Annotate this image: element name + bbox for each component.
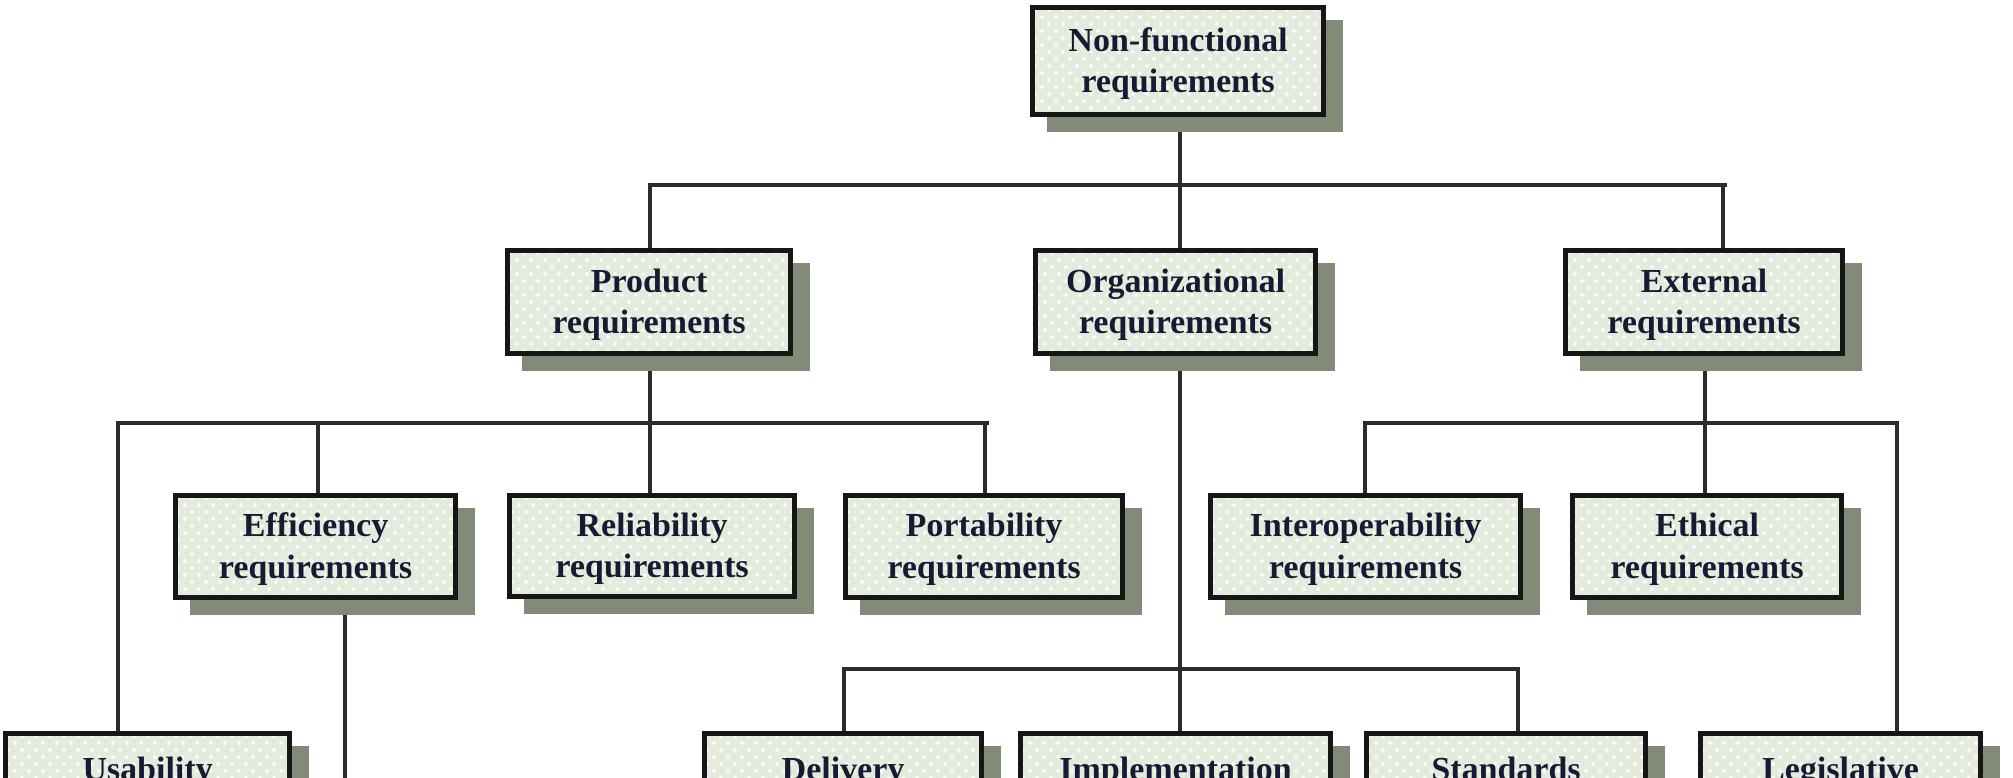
connector-drop-interoperability bbox=[1363, 421, 1367, 493]
node-label-line: Interoperability bbox=[1249, 507, 1482, 545]
connector-root-stem bbox=[1178, 115, 1182, 185]
connector-drop-efficiency bbox=[316, 421, 320, 493]
node-organizational-requirements: Organizational requirements bbox=[1033, 248, 1318, 356]
node-label-line: Portability bbox=[905, 507, 1063, 545]
node-label-line: Implementation bbox=[1059, 751, 1292, 778]
node-label-line: Ethical bbox=[1655, 507, 1759, 545]
connector-drop-product bbox=[648, 183, 652, 248]
node-efficiency-requirements: Efficiency requirements bbox=[173, 493, 458, 600]
node-label-line: Delivery bbox=[781, 751, 905, 778]
connector-efficiency-offscreen bbox=[343, 600, 347, 778]
node-label-line: requirements bbox=[552, 304, 746, 341]
node-interoperability-requirements: Interoperability requirements bbox=[1208, 493, 1523, 600]
node-usability: Usability bbox=[3, 731, 292, 778]
connector-drop-external bbox=[1721, 183, 1725, 248]
node-label-line: requirements bbox=[1610, 548, 1804, 586]
connector-drop-usability bbox=[116, 421, 120, 731]
node-label-line: External bbox=[1640, 262, 1768, 300]
node-ethical-requirements: Ethical requirements bbox=[1570, 493, 1844, 600]
connector-organizational-branch bbox=[842, 667, 1520, 671]
connector-drop-delivery bbox=[842, 667, 846, 731]
node-label-line: requirements bbox=[887, 548, 1081, 586]
node-label-line: requirements bbox=[1081, 63, 1275, 100]
connector-level1-branch bbox=[648, 183, 1727, 187]
node-label-line: requirements bbox=[555, 548, 749, 585]
node-label-line: requirements bbox=[1268, 548, 1463, 586]
connector-drop-portability bbox=[983, 421, 987, 493]
node-label-line: Legislative bbox=[1762, 751, 1919, 778]
node-reliability-requirements: Reliability requirements bbox=[507, 493, 797, 599]
node-standards: Standards bbox=[1364, 731, 1648, 778]
connector-external-branch bbox=[1363, 421, 1899, 425]
connector-drop-organizational bbox=[1178, 183, 1182, 248]
node-implementation: Implementation bbox=[1018, 731, 1333, 778]
node-label-line: Efficiency bbox=[242, 507, 389, 545]
node-label-line: Product bbox=[590, 262, 708, 300]
node-external-requirements: External requirements bbox=[1563, 248, 1845, 356]
node-label-line: requirements bbox=[1078, 304, 1273, 341]
node-delivery: Delivery bbox=[702, 731, 984, 778]
connector-organizational-stem bbox=[1178, 356, 1182, 731]
node-label-line: Organizational bbox=[1065, 262, 1286, 300]
node-label-line: Standards bbox=[1431, 751, 1581, 778]
node-label-line: Reliability bbox=[576, 506, 728, 544]
node-label-line: Usability bbox=[82, 751, 213, 778]
node-label-line: Non-functional bbox=[1068, 21, 1288, 59]
node-portability-requirements: Portability requirements bbox=[843, 493, 1125, 600]
connector-product-branch bbox=[116, 421, 989, 425]
node-product-requirements: Product requirements bbox=[505, 248, 793, 356]
node-legislative: Legislative bbox=[1698, 731, 1983, 778]
node-label-line: requirements bbox=[218, 548, 413, 586]
connector-drop-standards bbox=[1516, 667, 1520, 731]
node-non-functional-requirements: Non-functional requirements bbox=[1030, 5, 1326, 117]
node-label-line: requirements bbox=[1607, 304, 1801, 341]
connector-drop-legislative bbox=[1895, 421, 1899, 731]
